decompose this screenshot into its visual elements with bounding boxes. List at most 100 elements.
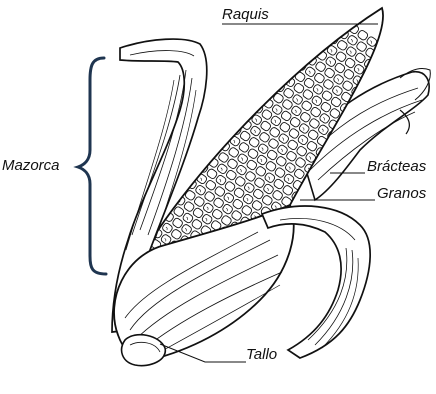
kernel bbox=[384, 48, 396, 60]
kernel bbox=[231, 113, 243, 125]
kernel-mark bbox=[241, 72, 242, 75]
kernel-mark bbox=[261, 62, 262, 65]
kernel bbox=[210, 134, 222, 146]
kernel bbox=[291, 8, 303, 20]
kernel bbox=[393, 55, 405, 67]
kernel bbox=[320, 16, 332, 28]
kernel-mark bbox=[282, 52, 283, 55]
kernel bbox=[308, 32, 320, 44]
kernel bbox=[245, 73, 257, 85]
kernel bbox=[234, 90, 246, 102]
kernel bbox=[236, 67, 248, 79]
mazorca-bracket bbox=[78, 58, 106, 274]
label-granos: Granos bbox=[377, 186, 426, 201]
kernel bbox=[247, 62, 259, 74]
kernel-mark bbox=[378, 58, 379, 61]
kernel bbox=[276, 58, 288, 70]
kernel-mark bbox=[268, 91, 269, 94]
kernel bbox=[281, 13, 293, 25]
kernel-mark bbox=[323, 32, 324, 35]
kernel bbox=[244, 85, 256, 97]
kernel bbox=[312, 0, 324, 10]
kernel bbox=[222, 106, 234, 118]
label-bracteas: Brácteas bbox=[367, 159, 426, 174]
kernel bbox=[265, 75, 277, 87]
kernel bbox=[372, 65, 384, 77]
kernel-mark bbox=[290, 70, 291, 73]
kernel bbox=[243, 96, 255, 108]
kernel-mark bbox=[213, 150, 214, 153]
kernel-mark bbox=[302, 42, 303, 45]
kernel bbox=[198, 150, 210, 162]
kernel bbox=[383, 60, 395, 72]
kernel-mark bbox=[296, 13, 297, 16]
label-mazorca: Mazorca bbox=[2, 158, 60, 173]
kernel bbox=[254, 80, 266, 92]
label-raquis: Raquis bbox=[222, 7, 269, 22]
kernel bbox=[256, 68, 268, 80]
kernel bbox=[298, 37, 310, 49]
kernel bbox=[321, 4, 333, 16]
kernel bbox=[309, 21, 321, 33]
kernel bbox=[259, 34, 271, 46]
kernel-mark bbox=[324, 20, 325, 23]
kernel bbox=[225, 84, 237, 96]
kernel-mark bbox=[249, 90, 250, 93]
kernel bbox=[188, 155, 200, 167]
kernel bbox=[289, 31, 301, 43]
kernel-mark bbox=[235, 129, 236, 132]
kernel bbox=[187, 167, 199, 179]
kernel-mark bbox=[269, 80, 270, 83]
kernel-mark bbox=[193, 160, 194, 163]
kernel bbox=[279, 36, 291, 48]
kernel bbox=[202, 116, 214, 128]
kernel bbox=[311, 9, 323, 21]
kernel bbox=[258, 46, 270, 58]
kernel-mark bbox=[377, 70, 378, 73]
kernel bbox=[299, 26, 311, 38]
kernel bbox=[110, 247, 122, 259]
kernel bbox=[212, 111, 224, 123]
kernel bbox=[211, 123, 223, 135]
kernel bbox=[200, 139, 212, 151]
kernel bbox=[248, 51, 260, 63]
kernel bbox=[303, 0, 315, 3]
kernel bbox=[201, 128, 213, 140]
kernel-mark bbox=[283, 41, 284, 44]
stalk bbox=[122, 335, 166, 366]
kernel-mark bbox=[206, 121, 207, 124]
kernel bbox=[280, 24, 292, 36]
kernel bbox=[277, 47, 289, 59]
kernel bbox=[330, 10, 342, 22]
kernel bbox=[233, 101, 245, 113]
kernel-mark bbox=[247, 101, 248, 104]
kernel bbox=[282, 2, 294, 14]
kernel bbox=[224, 95, 236, 107]
kernel bbox=[307, 43, 319, 55]
kernel bbox=[266, 63, 278, 75]
kernel bbox=[267, 52, 279, 64]
kernel-mark bbox=[263, 51, 264, 54]
label-tallo: Tallo bbox=[246, 347, 277, 362]
kernel bbox=[297, 48, 309, 60]
kernel-mark bbox=[316, 3, 317, 6]
kernel bbox=[286, 53, 298, 65]
kernel bbox=[268, 41, 280, 53]
kernel-mark bbox=[228, 100, 229, 103]
kernel bbox=[235, 78, 247, 90]
kernel-mark bbox=[214, 139, 215, 142]
kernel bbox=[253, 91, 265, 103]
kernel bbox=[270, 29, 282, 41]
kernel-mark bbox=[397, 60, 398, 63]
kernel-mark bbox=[180, 188, 181, 191]
kernel bbox=[293, 0, 305, 8]
kernel-mark bbox=[304, 30, 305, 33]
kernel bbox=[318, 27, 330, 39]
kernel bbox=[288, 42, 300, 54]
kernel bbox=[290, 19, 302, 31]
kernel bbox=[189, 144, 201, 156]
kernel-mark bbox=[227, 111, 228, 114]
kernel bbox=[213, 100, 225, 112]
kernel-mark bbox=[194, 149, 195, 152]
